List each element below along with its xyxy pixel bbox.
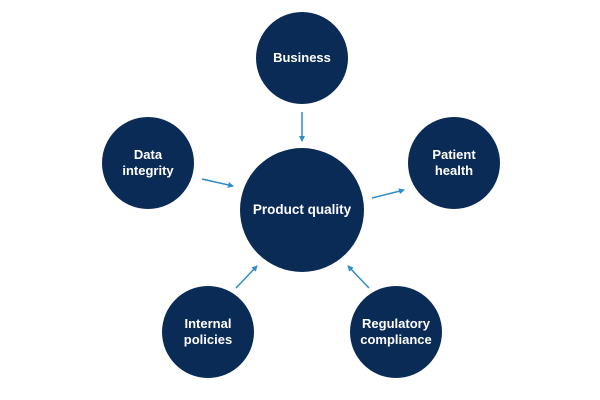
node-patient-health: Patient health xyxy=(408,117,500,209)
node-business: Business xyxy=(256,12,348,104)
node-regulatory-compliance-label: Regulatory compliance xyxy=(360,316,432,347)
arrow-data-integrity-to-center xyxy=(201,178,234,188)
node-data-integrity: Data integrity xyxy=(102,117,194,209)
node-product-quality: Product quality xyxy=(240,148,364,272)
node-internal-policies-label: Internal policies xyxy=(183,316,233,347)
arrow-center-to-patient-health xyxy=(371,188,405,199)
node-regulatory-compliance: Regulatory compliance xyxy=(350,286,442,378)
node-product-quality-label: Product quality xyxy=(252,202,352,217)
node-patient-health-label: Patient health xyxy=(432,147,476,178)
arrow-internal-policies-to-center xyxy=(235,265,258,289)
node-business-label: Business xyxy=(273,50,331,65)
node-internal-policies: Internal policies xyxy=(162,286,254,378)
node-data-integrity-label: Data integrity xyxy=(122,147,174,178)
arrow-regulatory-to-center xyxy=(347,265,370,289)
